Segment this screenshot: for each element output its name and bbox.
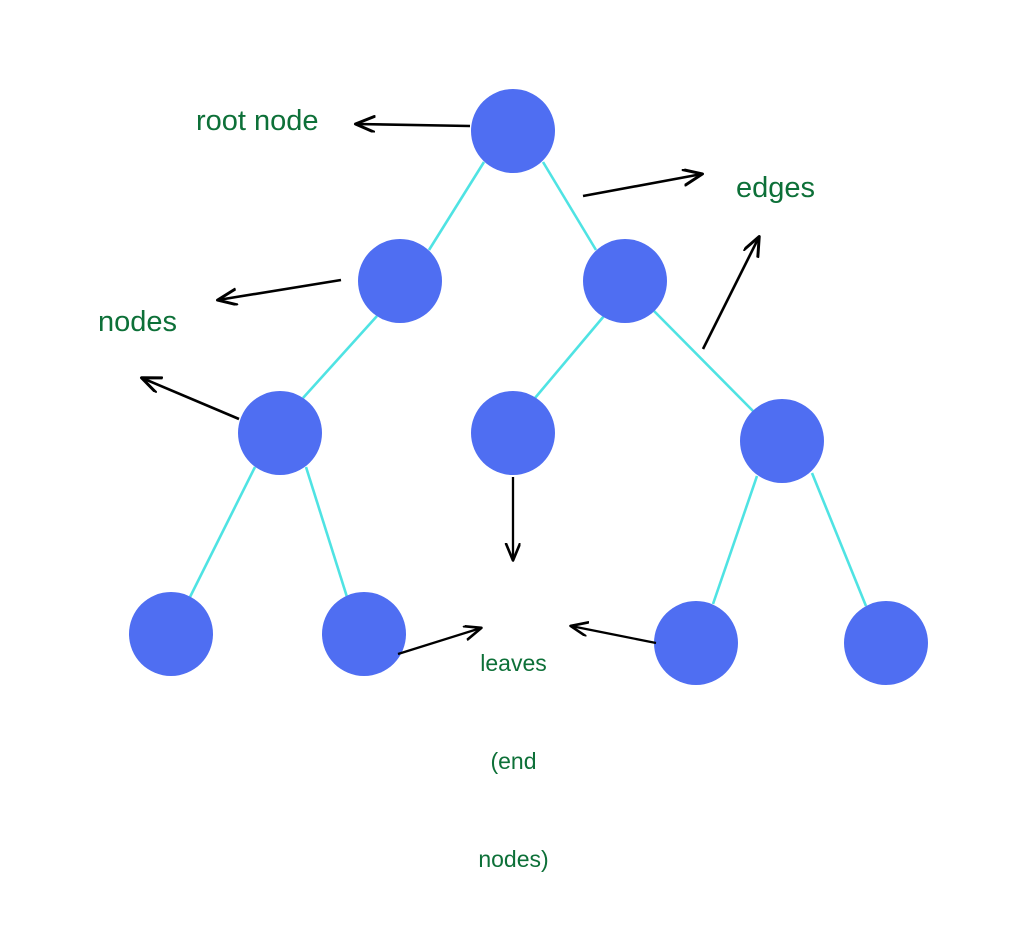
node-level1-left[interactable] bbox=[358, 239, 442, 323]
label-leaves: leaves (end nodes) bbox=[441, 582, 586, 941]
node-leaf-4[interactable] bbox=[844, 601, 928, 685]
label-leaves-line-3: nodes) bbox=[478, 846, 549, 873]
tree-edges-group bbox=[188, 161, 868, 607]
node-level2-middle-leaf[interactable] bbox=[471, 391, 555, 475]
node-leaf-1[interactable] bbox=[129, 592, 213, 676]
edge-root-to-right-child bbox=[541, 161, 598, 251]
edge-grandchild-to-leaf-2 bbox=[304, 466, 349, 598]
arrow-to-leaves-label-from-right bbox=[571, 626, 657, 645]
arrow-to-edges-label-lower bbox=[701, 237, 759, 350]
node-root[interactable] bbox=[471, 89, 555, 173]
tree-diagram-canvas: root node edges nodes leaves (end nodes) bbox=[98, 89, 928, 873]
label-root-node: root node bbox=[196, 105, 319, 137]
tree-nodes-group bbox=[129, 89, 928, 685]
label-leaves-line-1: leaves bbox=[480, 650, 547, 677]
arrow-to-leaves-label-from-left bbox=[397, 628, 481, 656]
node-level2-right[interactable] bbox=[740, 399, 824, 483]
arrow-to-nodes-label-upper bbox=[218, 278, 342, 300]
arrow-to-edges-label-upper bbox=[582, 174, 702, 198]
edge-grandchild-to-leaf-1 bbox=[188, 466, 257, 598]
edge-root-to-left-child bbox=[427, 161, 486, 251]
label-edges: edges bbox=[736, 172, 816, 204]
edge-right-grandchild-to-leaf-3 bbox=[711, 475, 759, 605]
tree-svg bbox=[129, 89, 928, 685]
node-level1-right[interactable] bbox=[583, 239, 667, 323]
label-leaves-line-2: (end bbox=[490, 748, 537, 775]
label-nodes: nodes bbox=[98, 306, 178, 338]
edge-right-grandchild-to-leaf-4 bbox=[810, 472, 868, 607]
node-level2-left[interactable] bbox=[238, 391, 322, 475]
edge-left-child-to-grandchild bbox=[302, 315, 378, 399]
arrow-to-root-node-label bbox=[356, 124, 471, 126]
edge-right-child-to-right-grandchild bbox=[653, 310, 754, 412]
arrow-to-nodes-label-lower bbox=[142, 378, 240, 421]
node-leaf-3[interactable] bbox=[654, 601, 738, 685]
annotation-arrows-group bbox=[142, 124, 759, 656]
node-leaf-2[interactable] bbox=[322, 592, 406, 676]
edge-right-child-to-middle-leaf bbox=[534, 315, 605, 399]
